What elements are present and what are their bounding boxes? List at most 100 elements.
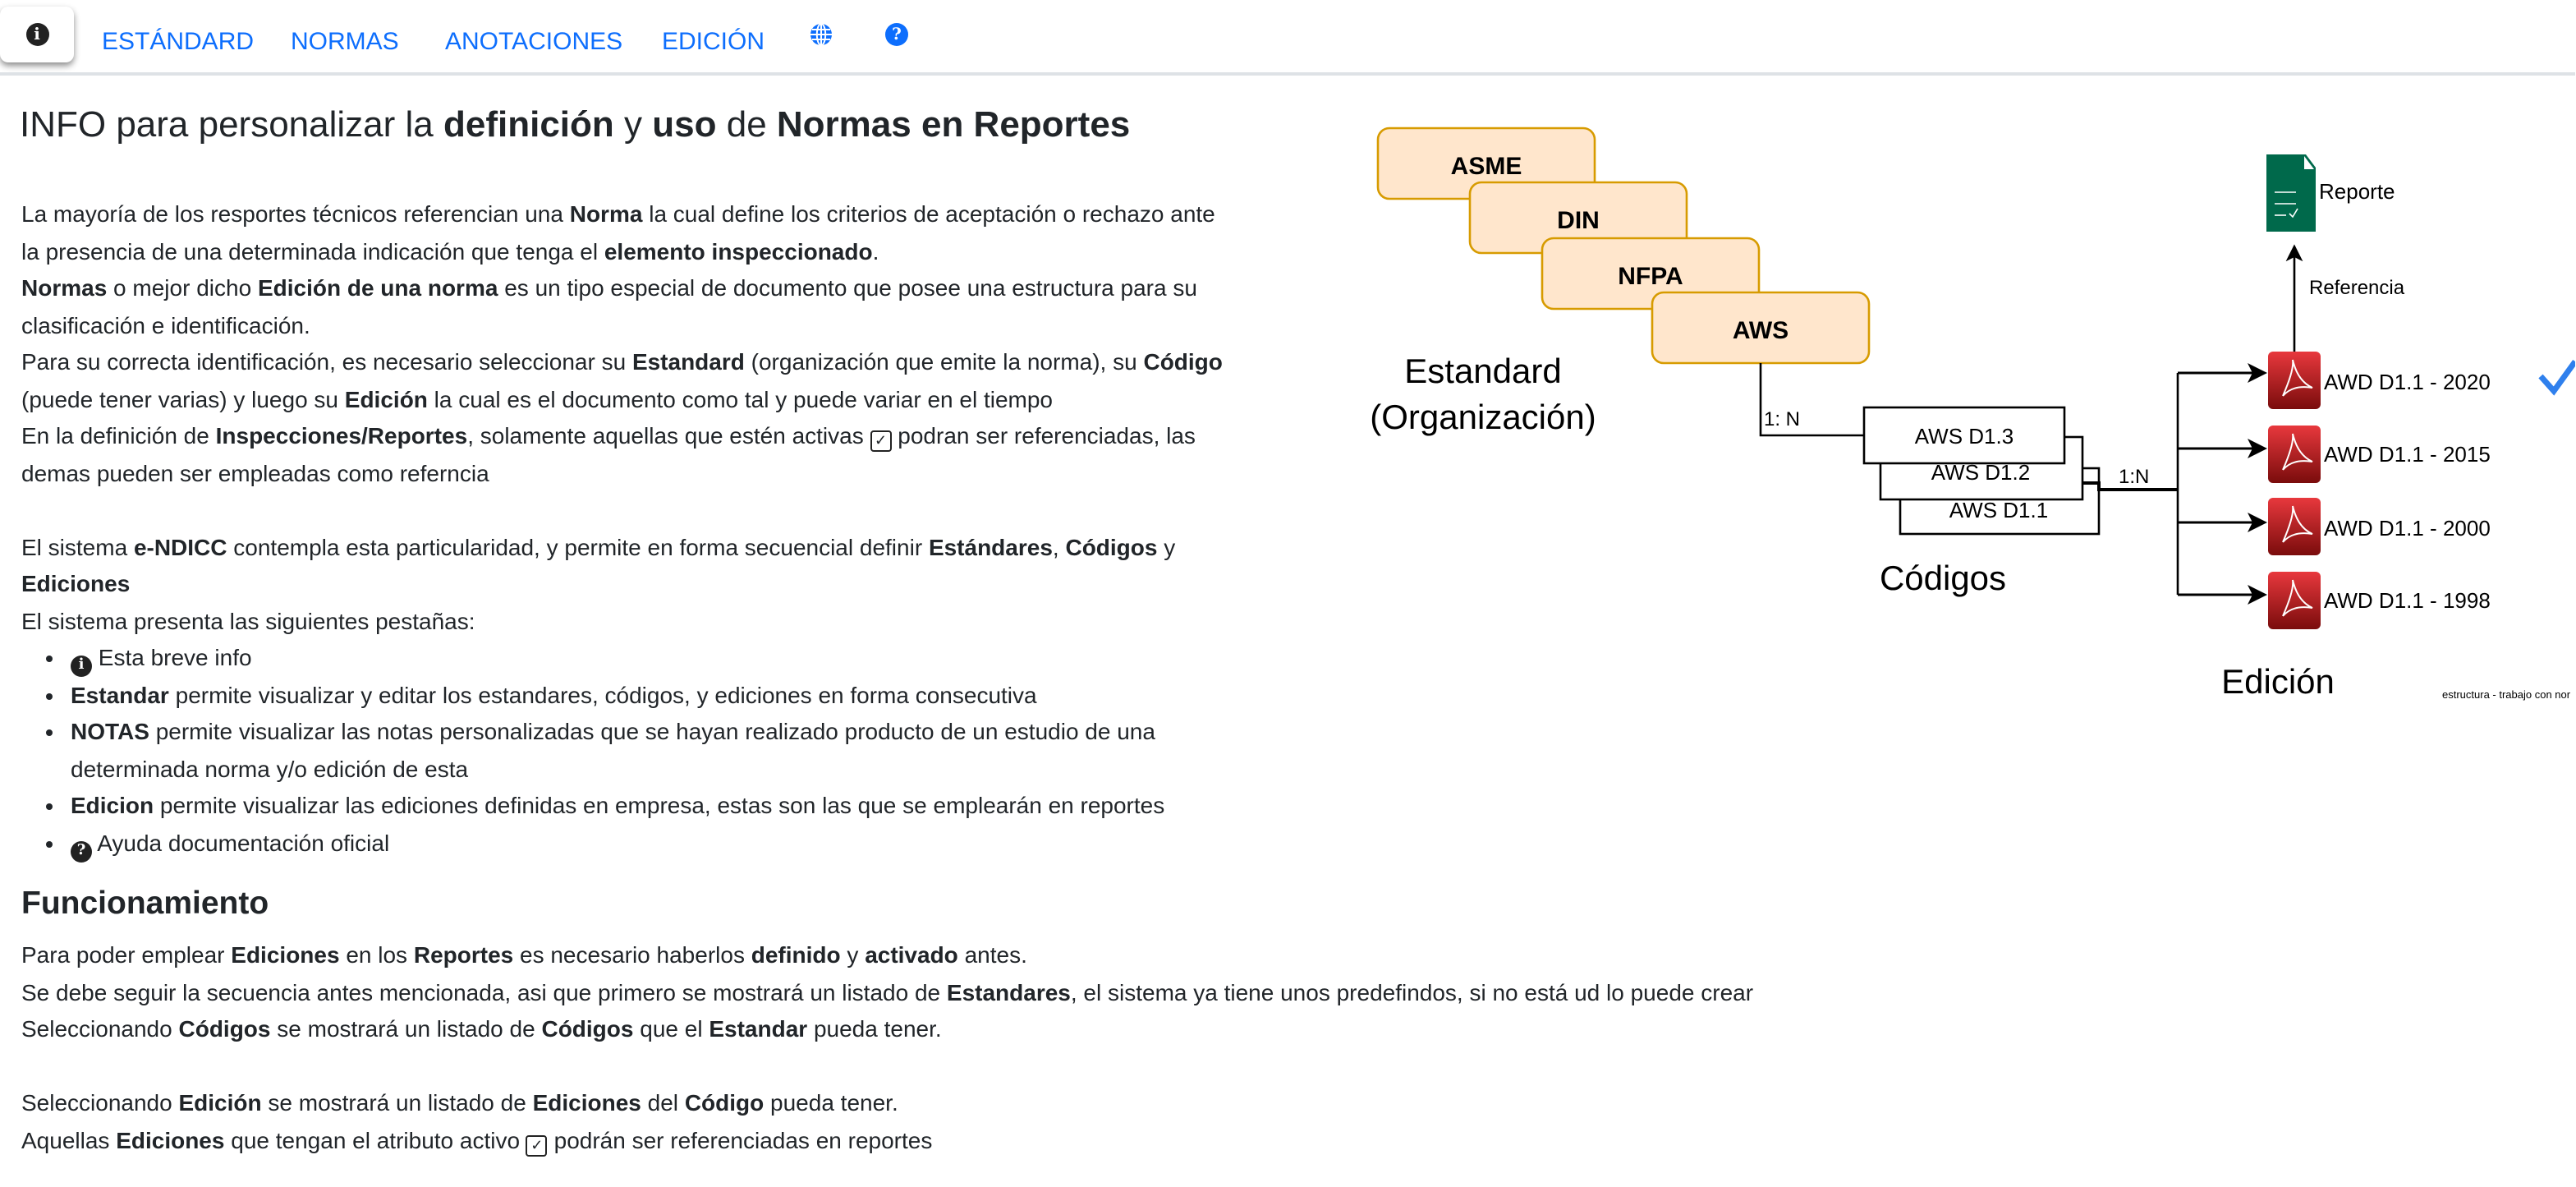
- edition-items: AWD D1.1 - 2020 AWD D1.1 - 2015 AWD D1.1…: [2268, 352, 2491, 629]
- list-item: NOTAS permite visualizar las notas perso…: [71, 714, 1164, 788]
- bold-text: Normas: [21, 274, 108, 301]
- code-label: AWS D1.1: [1949, 498, 2048, 522]
- funcionamiento-heading: Funcionamiento: [21, 886, 269, 922]
- tab-edicion[interactable]: EDICIÓN: [662, 28, 765, 56]
- tabs-list: i Esta breve infoEstandar permite visual…: [21, 639, 1164, 862]
- text: pueda tener.: [807, 1015, 942, 1042]
- bold-text: Edición: [178, 1089, 262, 1116]
- text: .: [872, 237, 879, 264]
- text-line: clasificación e identificación.: [21, 306, 1223, 343]
- standard-label: ASME: [1451, 153, 1522, 180]
- text: En la definición de: [21, 422, 216, 449]
- checkbox-checked-icon: ✓: [870, 430, 892, 452]
- pdf-icon: [2268, 352, 2321, 409]
- list-item: Edicion permite visualizar las ediciones…: [71, 788, 1164, 825]
- bold-text: Estandar: [709, 1015, 808, 1042]
- active-check-icon: [2538, 359, 2575, 396]
- question-circle-icon[interactable]: ?: [885, 23, 908, 46]
- pdf-icon: [2268, 572, 2321, 629]
- text: , el sistema ya tiene unos predefindos, …: [1070, 978, 1754, 1005]
- standard-caption: Estandard: [1404, 352, 1561, 390]
- text-line: demas pueden ser empleadas como refernci…: [21, 454, 1223, 491]
- text: Para poder emplear: [21, 941, 232, 968]
- report-label: Reporte: [2319, 179, 2395, 204]
- info-circle-icon: i: [25, 23, 48, 46]
- bold-text: Inspecciones/Reportes: [215, 422, 468, 449]
- tab-anotaciones[interactable]: ANOTACIONES: [445, 28, 623, 56]
- edition-label: AWD D1.1 - 2015: [2324, 442, 2491, 467]
- checkbox-checked-icon: ✓: [526, 1134, 548, 1156]
- text: ,: [1052, 533, 1066, 559]
- text: es un tipo especial de documento que pos…: [498, 274, 1197, 301]
- text-line: (puede tener varias) y luego su Edición …: [21, 380, 1223, 417]
- bold-text: Estándares: [928, 533, 1053, 559]
- bold-text: definido: [751, 941, 841, 968]
- bold-text: Códigos: [178, 1015, 271, 1042]
- list-item: Estandar permite visualizar y editar los…: [71, 677, 1164, 714]
- text: El sistema: [21, 533, 134, 559]
- text: clasificación e identificación.: [21, 311, 310, 338]
- text: Ayuda documentación oficial: [92, 829, 390, 856]
- text-line: Seleccionando Edición se mostrará un lis…: [21, 1084, 1753, 1121]
- text: permite visualizar las ediciones definid…: [154, 792, 1165, 819]
- edition-caption: Edición: [2221, 662, 2335, 701]
- text: que el: [633, 1015, 709, 1042]
- pdf-icon: [2268, 426, 2321, 483]
- bold-text: Reportes: [413, 941, 514, 968]
- list-item: i Esta breve info: [71, 639, 1164, 677]
- tab-normas[interactable]: NORMAS: [291, 28, 399, 56]
- standard-label: NFPA: [1618, 263, 1683, 290]
- bold-text: Estandares: [946, 978, 1071, 1005]
- text: permite visualizar y editar los estandar…: [168, 681, 1037, 708]
- intro-text: La mayoría de los resportes técnicos ref…: [21, 196, 1223, 639]
- text-line: Aquellas Ediciones que tengan el atribut…: [21, 1121, 1753, 1158]
- text: y: [1157, 533, 1176, 559]
- bold-text: Códigos: [541, 1015, 634, 1042]
- pdf-icon: [2268, 498, 2321, 555]
- standard-boxes: ASME DIN NFPA AWS: [1376, 127, 1871, 365]
- text: permite visualizar las notas personaliza…: [149, 718, 1155, 745]
- text-line: El sistema e-NDICC contempla esta partic…: [21, 528, 1223, 565]
- text: (puede tener varias) y luego su: [21, 385, 345, 412]
- code-box: [1862, 406, 2066, 465]
- bold-text: Código: [684, 1089, 765, 1116]
- text: la cual define los criterios de aceptaci…: [642, 200, 1215, 227]
- reference-label: Referencia: [2309, 277, 2405, 299]
- relation-label: 1:N: [2119, 466, 2149, 488]
- tab-info[interactable]: i: [0, 7, 74, 62]
- funcionamiento-text: Para poder emplear Ediciones en los Repo…: [21, 936, 1753, 1158]
- text: que tengan el atributo activo: [224, 1126, 526, 1152]
- text: Para su correcta identificación, es nece…: [21, 348, 632, 375]
- bold-text: Ediciones: [116, 1126, 225, 1152]
- text: Aquellas: [21, 1126, 117, 1152]
- text: podrán ser referenciadas en reportes: [547, 1126, 933, 1152]
- text: Esta breve info: [92, 644, 252, 670]
- text: del: [641, 1089, 685, 1116]
- text: la cual es el documento como tal y puede…: [427, 385, 1053, 412]
- list-item: ? Ayuda documentación oficial: [71, 825, 1164, 862]
- text-line: El sistema presenta las siguientes pesta…: [21, 602, 1223, 639]
- text-line: la presencia de una determinada indicaci…: [21, 232, 1223, 269]
- tab-estandard[interactable]: ESTÁNDARD: [102, 28, 255, 56]
- text-line: En la definición de Inspecciones/Reporte…: [21, 417, 1223, 454]
- bold-text: Ediciones: [532, 1089, 641, 1116]
- globe-icon[interactable]: [810, 23, 833, 46]
- report-icon: [2266, 154, 2316, 232]
- text: se mostrará un listado de: [261, 1089, 533, 1116]
- text: antes.: [957, 941, 1027, 968]
- bold-text: Edicion: [71, 792, 154, 819]
- standard-box: [1541, 237, 1761, 311]
- edition-label: AWD D1.1 - 1998: [2324, 588, 2491, 613]
- codes-caption: Códigos: [1880, 559, 2006, 597]
- text: Seleccionando: [21, 1015, 179, 1042]
- bold-text: e-NDICC: [133, 533, 227, 559]
- text-line: Para poder emplear Ediciones en los Repo…: [21, 936, 1753, 973]
- text: es necesario haberlos: [513, 941, 751, 968]
- bold-text: Estandar: [71, 681, 169, 708]
- bold-text: Código: [1143, 348, 1223, 375]
- bold-text: Norma: [569, 200, 643, 227]
- text-line: Seleccionando Códigos se mostrará un lis…: [21, 1010, 1753, 1047]
- text: (organización que emite la norma), su: [744, 348, 1144, 375]
- standard-label: AWS: [1733, 317, 1789, 344]
